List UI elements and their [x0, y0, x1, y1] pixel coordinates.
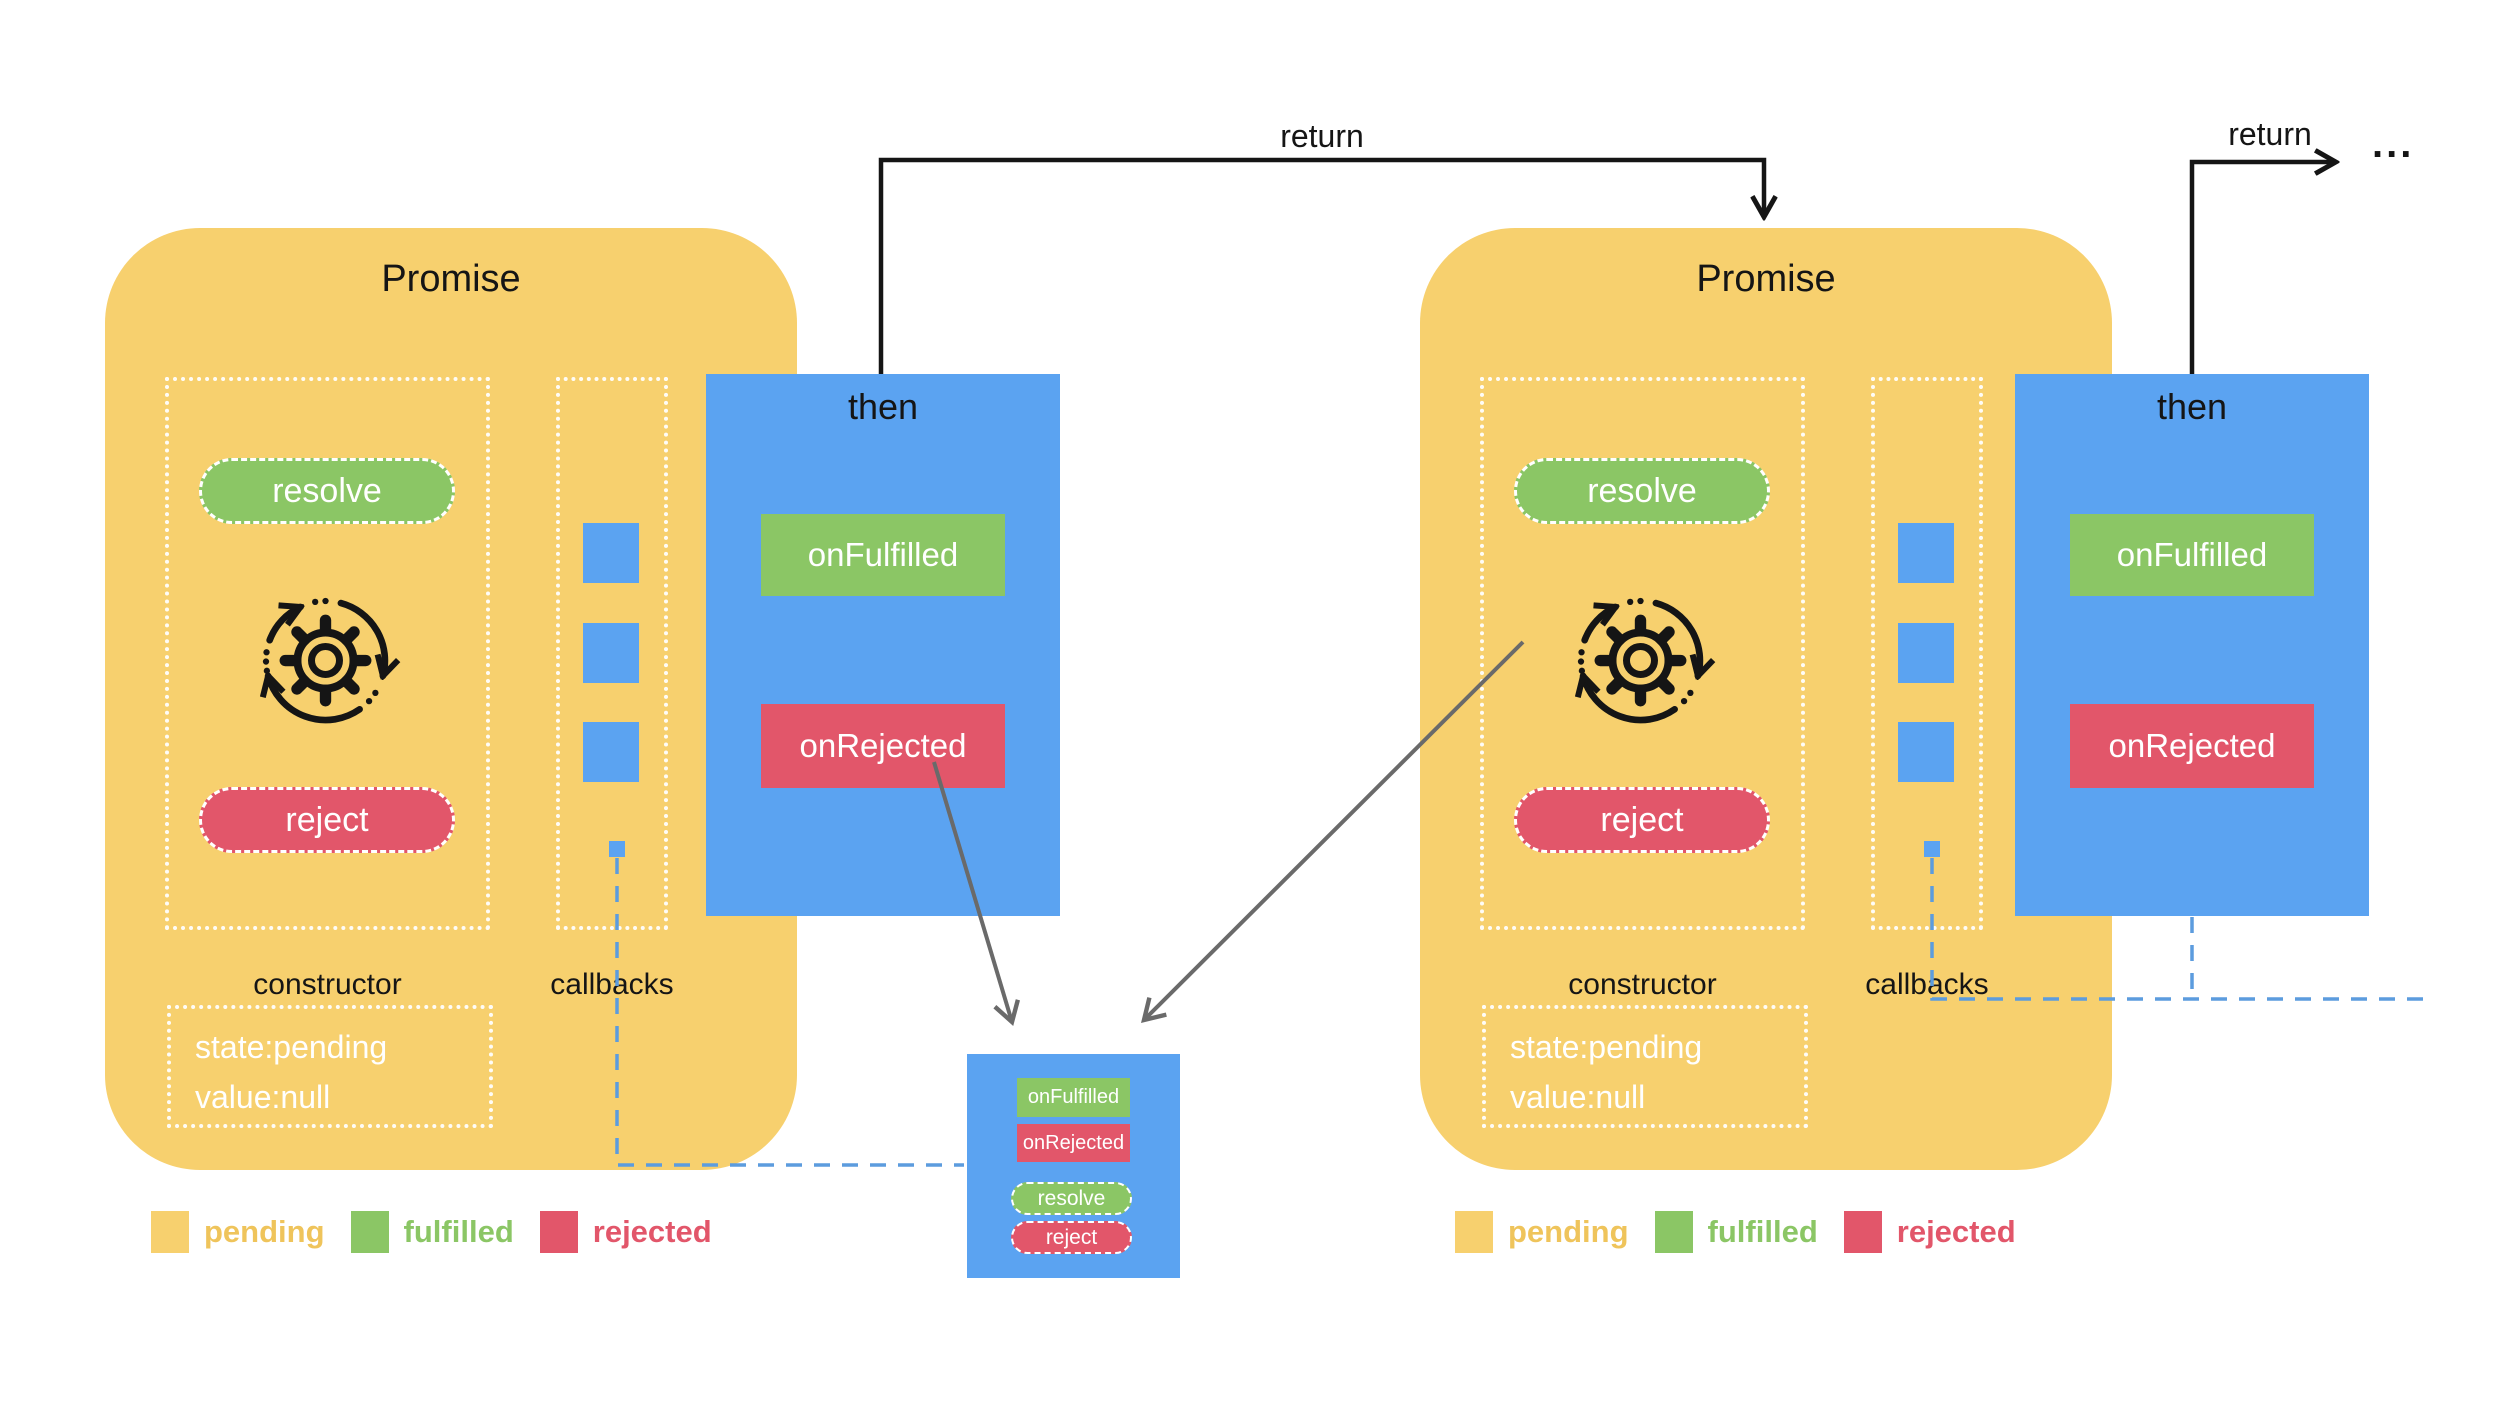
on-fulfilled-label: onFulfilled: [2116, 536, 2268, 573]
micro-resolve-pill: resolve: [1011, 1182, 1132, 1215]
legend: pending fulfilled rejected: [151, 1211, 712, 1253]
legend-item-rejected: rejected: [539, 1211, 712, 1253]
callback-slot: [1898, 722, 1954, 782]
legend-item-rejected: rejected: [1843, 1211, 2016, 1253]
rejected-swatch: [1843, 1211, 1882, 1253]
state-line: state:pending: [195, 1029, 388, 1065]
chain-continues-ellipsis: ...: [2372, 122, 2415, 166]
return-arrow-right: [2189, 162, 2335, 374]
state-box: state:pending value:null: [1482, 1005, 1808, 1128]
callback-slot: [583, 523, 639, 583]
legend-label: pending: [1508, 1214, 1629, 1249]
queued-callbacks-box: onFulfilled onRejected resolve reject: [967, 1054, 1180, 1278]
on-rejected-label: onRejected: [799, 727, 967, 764]
callback-slot: [583, 722, 639, 782]
on-fulfilled-box: onFulfilled: [761, 514, 1005, 596]
callbacks-label: callbacks: [1865, 968, 1989, 1001]
value-line: value:null: [1510, 1079, 1646, 1115]
legend-item-fulfilled: fulfilled: [1654, 1211, 1818, 1253]
callback-slot: [1898, 523, 1954, 583]
then-title: then: [2156, 386, 2228, 427]
return-label-right: return: [2228, 116, 2312, 152]
callbacks-region: [556, 377, 668, 930]
legend-label: rejected: [592, 1214, 712, 1249]
on-fulfilled-label: onFulfilled: [807, 536, 959, 573]
pending-swatch: [151, 1211, 189, 1253]
gear-cycle-icon: [1553, 597, 1728, 724]
legend-label: rejected: [1896, 1214, 2016, 1249]
state-box: state:pending value:null: [167, 1005, 493, 1128]
reject-label: reject: [285, 800, 369, 839]
resolve-pill: resolve: [199, 458, 455, 524]
promise-title: Promise: [381, 258, 521, 300]
micro-reject-pill: reject: [1011, 1221, 1132, 1254]
resolve-pill: resolve: [1514, 458, 1770, 524]
resolve-label: resolve: [272, 471, 382, 510]
gear-cycle-icon: [238, 597, 413, 724]
then-block-right: then onFulfilled onRejected: [2015, 374, 2369, 916]
constructor-region: [165, 377, 490, 930]
callback-slot-small: [1924, 841, 1940, 857]
reject-label: reject: [1600, 800, 1684, 839]
legend-item-fulfilled: fulfilled: [350, 1211, 514, 1253]
callback-slot: [1898, 623, 1954, 683]
micro-on-fulfilled-box: onFulfilled: [1017, 1078, 1130, 1117]
fulfilled-swatch: [350, 1211, 389, 1253]
fulfilled-swatch: [1654, 1211, 1693, 1253]
on-rejected-box: onRejected: [2070, 704, 2314, 788]
promise-card-right: Promise resolve: [1420, 228, 2112, 1170]
state-line: state:pending: [1510, 1029, 1703, 1065]
pending-swatch: [1455, 1211, 1493, 1253]
legend-label: fulfilled: [403, 1214, 514, 1249]
legend: pending fulfilled rejected: [1455, 1211, 2016, 1253]
then-title: then: [847, 386, 919, 427]
legend-label: fulfilled: [1707, 1214, 1818, 1249]
constructor-label: constructor: [1568, 968, 1717, 1001]
on-fulfilled-box: onFulfilled: [2070, 514, 2314, 596]
callback-slot: [583, 623, 639, 683]
rejected-swatch: [539, 1211, 578, 1253]
on-rejected-box: onRejected: [761, 704, 1005, 788]
return-label-top: return: [1280, 118, 1364, 154]
micro-resolve-label: resolve: [1037, 1186, 1106, 1210]
reject-pill: reject: [199, 787, 455, 853]
resolve-label: resolve: [1587, 471, 1697, 510]
constructor-label: constructor: [253, 968, 402, 1001]
callbacks-region: [1871, 377, 1983, 930]
legend-item-pending: pending: [151, 1211, 325, 1253]
micro-on-rejected-label: onRejected: [1022, 1131, 1125, 1154]
callback-slot-small: [609, 841, 625, 857]
value-line: value:null: [195, 1079, 331, 1115]
on-rejected-label: onRejected: [2108, 727, 2276, 764]
micro-on-fulfilled-label: onFulfilled: [1027, 1086, 1120, 1108]
then-block-left: then onFulfilled onRejected: [706, 374, 1060, 916]
callbacks-label: callbacks: [550, 968, 674, 1001]
legend-item-pending: pending: [1455, 1211, 1629, 1253]
legend-label: pending: [204, 1214, 325, 1249]
reject-pill: reject: [1514, 787, 1770, 853]
promise-title: Promise: [1696, 258, 1836, 300]
promise-card-left: Promise resolve: [105, 228, 797, 1170]
micro-reject-label: reject: [1045, 1225, 1098, 1249]
micro-on-rejected-box: onRejected: [1017, 1124, 1130, 1162]
